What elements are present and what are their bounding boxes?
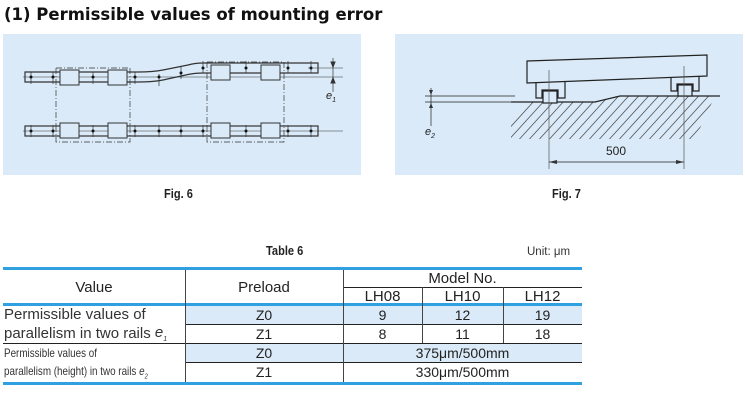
header-model-no: Model No. [428, 270, 497, 287]
group1-symbol: e1 [154, 324, 168, 343]
g1-row1-lh08: 9 [378, 306, 387, 323]
group2-value-line1: Permissible values of [3, 343, 185, 362]
divider [185, 324, 582, 325]
figure-6-drawing [23, 58, 343, 143]
figure-7-drawing [425, 54, 720, 169]
dimension-500-label: 500 [606, 144, 627, 158]
divider [343, 287, 582, 288]
header-model-lh12: LH12 [524, 287, 561, 305]
g1-row1-preload: Z0 [255, 306, 273, 323]
figure-7-caption: Fig. 7 [552, 186, 581, 201]
g1-row2-preload: Z1 [255, 325, 273, 342]
g2-row2-merged-value: 330μm/500mm [415, 364, 510, 380]
divider [185, 270, 186, 382]
group2-value-line2: parallelism (height) in two rails e2 [3, 362, 185, 382]
g1-row1-lh10: 12 [454, 306, 471, 323]
divider [503, 287, 504, 343]
header-preload: Preload [238, 279, 290, 296]
g1-row2-lh08: 8 [378, 325, 387, 342]
divider [343, 270, 344, 382]
group2-value-line1-text: Permissible values of [4, 345, 97, 360]
row-shade [185, 343, 582, 362]
g2-row1-preload: Z0 [255, 344, 273, 361]
table-top-rule [3, 267, 582, 270]
e1-label: e1 [326, 90, 337, 105]
group2-value-text: parallelism (height) in two rails [4, 363, 137, 378]
group1-value-line1: Permissible values of [4, 306, 146, 323]
figure-6-caption: Fig. 6 [164, 186, 193, 201]
group2-value-text-wrap: parallelism (height) in two rails e2 [4, 364, 148, 380]
figure-6-panel: e1 [3, 34, 361, 175]
row-shade [185, 305, 582, 324]
group1-value-line2: parallelism in two rails e1 [3, 324, 185, 343]
e2-label: e2 [425, 126, 436, 141]
header-model-lh10: LH10 [444, 287, 481, 305]
divider [3, 343, 582, 344]
group2-symbol: e2 [139, 363, 148, 381]
unit-label: Unit: μm [527, 246, 571, 258]
tolerance-table: Value Preload Model No. LH08 LH10 LH12 P… [3, 267, 582, 385]
g2-row1-merged-value: 375μm/500mm [415, 344, 510, 361]
g1-row1-lh12: 19 [534, 306, 551, 323]
table-caption: Table 6 [266, 243, 304, 258]
g2-row2-preload: Z1 [255, 364, 273, 380]
divider [185, 362, 582, 363]
table-bottom-rule [3, 382, 582, 385]
section-title: (1) Permissible values of mounting error [4, 5, 383, 24]
group1-value-text: parallelism in two rails [4, 325, 151, 342]
g1-row2-lh10: 11 [455, 325, 470, 342]
header-model-lh08: LH08 [364, 287, 401, 305]
header-value: Value [75, 279, 113, 296]
g1-row2-lh12: 18 [534, 325, 551, 342]
figure-7-panel: e2 500 [395, 34, 743, 175]
table-header-rule [3, 303, 582, 306]
divider [422, 287, 423, 343]
